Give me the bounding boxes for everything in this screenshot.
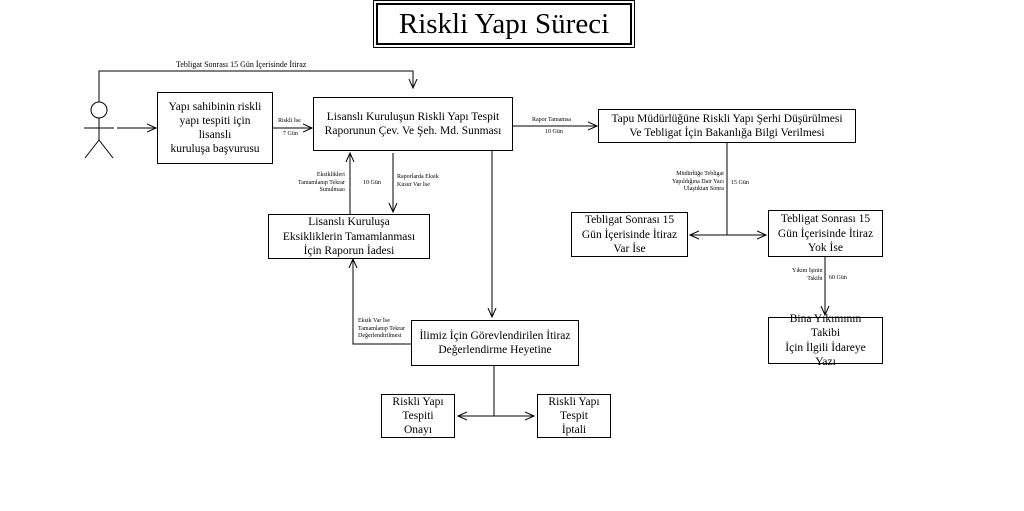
cancel-box: Riskli Yapı Tespit İptali bbox=[537, 394, 611, 438]
deed-days-label: 10 Gün bbox=[545, 129, 563, 135]
risky-label: Riskli İse bbox=[278, 118, 301, 124]
report-box: Lisanslı Kuruluşun Riskli Yapı Tespit Ra… bbox=[313, 97, 513, 151]
objection-board-box: İlimiz İçin Görevlendirilen İtiraz Değer… bbox=[411, 320, 579, 366]
diagram-title: Riskli Yapı Süreci bbox=[376, 3, 632, 45]
board-to-return-arrow bbox=[353, 259, 411, 345]
resubmit-label: Eksiklikleri Tamamlanıp Tekrar Sunulması bbox=[298, 172, 345, 193]
application-box: Yapı sahibinin riskli yapı tespiti için … bbox=[157, 92, 273, 164]
no-objection-box: Tebligat Sonrası 15 Gün İçerisinde İtira… bbox=[768, 210, 883, 257]
top-objection-label: Tebligat Sonrası 15 Gün İçerisinde İtira… bbox=[176, 60, 307, 69]
notification-days-label: 15 Gün bbox=[731, 180, 749, 186]
risky-days-label: 7 Gün bbox=[283, 131, 298, 137]
notification-label: Müdürlüğe Tebligat Yapıldığına Dair Yazı… bbox=[672, 171, 724, 192]
return-report-box: Lisanslı Kuruluşa Eksikliklerin Tamamlan… bbox=[268, 214, 430, 259]
demolition-box: Bina Yıkımının Takibi İçin İlgili İdarey… bbox=[768, 313, 883, 368]
demolition-days-label: 60 Gün bbox=[829, 275, 847, 281]
board-missing-label: Eksik Var İse Tamamlanıp Tekrar Değerlen… bbox=[358, 318, 405, 339]
report-complete-label: Rapor Tamamsa bbox=[532, 117, 571, 123]
objection-loop-arrow bbox=[98, 70, 413, 102]
approval-box: Riskli Yapı Tespiti Onayı bbox=[381, 394, 455, 438]
objection-exists-box: Tebligat Sonrası 15 Gün İçerisinde İtira… bbox=[571, 212, 688, 257]
deed-office-box: Tapu Müdürlüğüne Riskli Yapı Şerhi Düşür… bbox=[598, 109, 856, 143]
demolition-follow-label: Yıkım İşinin Takibi bbox=[792, 268, 823, 282]
actor-icon bbox=[84, 101, 114, 159]
resubmit-days-label: 10 Gün bbox=[363, 180, 381, 186]
missing-report-label: Raporlarda Eksik Kusur Var İse bbox=[397, 174, 439, 188]
